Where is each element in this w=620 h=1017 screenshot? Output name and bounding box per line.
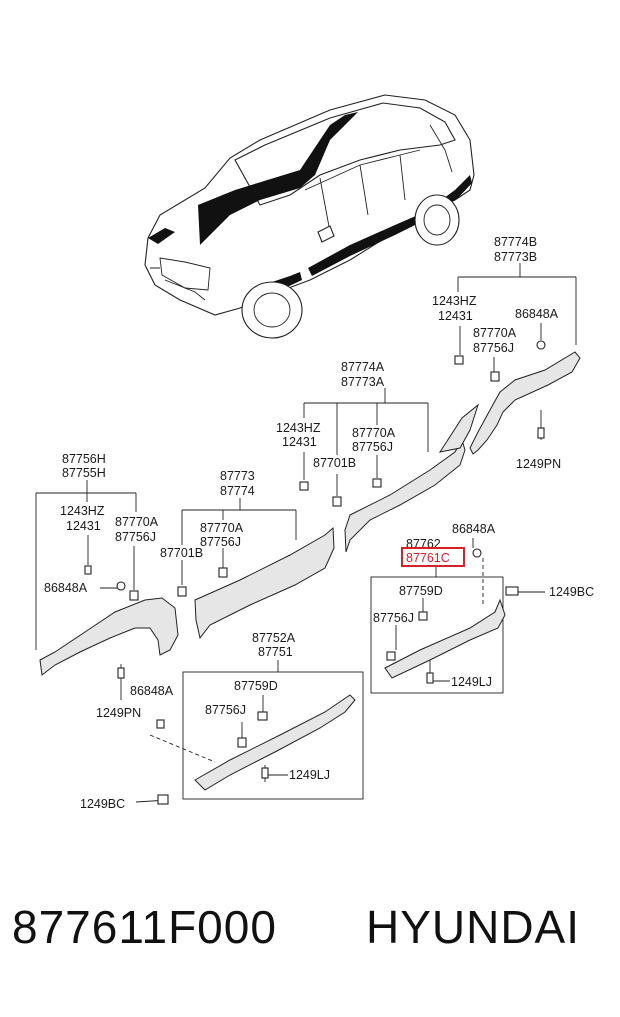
label-1249BC: 1249BC <box>549 585 594 599</box>
label-87773: 87773 <box>220 469 255 483</box>
label-1243HZ: 1243HZ <box>60 504 105 518</box>
label-87770A: 87770A <box>200 521 244 535</box>
label-87761C-highlighted: 87761C <box>406 551 450 565</box>
label-87773A: 87773A <box>341 375 385 389</box>
label-86848A: 86848A <box>130 684 174 698</box>
part-number: 877611F000 <box>12 901 277 953</box>
label-12431: 12431 <box>438 309 473 323</box>
highlight-box <box>401 547 465 567</box>
label-87755H: 87755H <box>62 466 106 480</box>
rear-sill-group <box>370 538 545 694</box>
vehicle-illustration <box>144 94 475 339</box>
label-87774B: 87774B <box>494 235 537 249</box>
label-86848A: 86848A <box>452 522 496 536</box>
rear-door-group <box>299 388 479 553</box>
label-87752A: 87752A <box>252 631 296 645</box>
label-87756J: 87756J <box>352 440 393 454</box>
label-87756J: 87756J <box>373 611 414 625</box>
front-door-group <box>177 498 335 640</box>
label-1249BC: 1249BC <box>80 797 125 811</box>
label-1249LJ: 1249LJ <box>451 675 492 689</box>
label-87701B: 87701B <box>313 456 356 470</box>
front-sill-group <box>135 660 364 805</box>
label-12431: 12431 <box>66 519 101 533</box>
label-86848A: 86848A <box>44 581 88 595</box>
label-1243HZ: 1243HZ <box>276 421 321 435</box>
label-87774: 87774 <box>220 484 255 498</box>
label-87773B: 87773B <box>494 250 537 264</box>
rear-quarter-group <box>454 263 581 455</box>
label-12431: 12431 <box>282 435 317 449</box>
parts-diagram: 87774B 87773B 1243HZ 12431 86848A 87770A… <box>35 94 594 811</box>
footer: 877611F000 HYUNDAI <box>0 900 620 980</box>
label-87774A: 87774A <box>341 360 385 374</box>
front-fender-group <box>35 480 179 700</box>
label-87756H: 87756H <box>62 452 106 466</box>
label-1243HZ: 1243HZ <box>432 294 477 308</box>
label-87759D: 87759D <box>234 679 278 693</box>
label-87770A: 87770A <box>115 515 159 529</box>
label-87701B: 87701B <box>160 546 203 560</box>
brand-name: HYUNDAI <box>366 901 581 953</box>
label-1249PN: 1249PN <box>96 706 141 720</box>
label-87756J: 87756J <box>473 341 514 355</box>
label-1249LJ: 1249LJ <box>289 768 330 782</box>
part-labels: 87774B 87773B 1243HZ 12431 86848A 87770A… <box>44 235 594 811</box>
label-1249PN: 1249PN <box>516 457 561 471</box>
label-87770A: 87770A <box>352 426 396 440</box>
label-87756J: 87756J <box>205 703 246 717</box>
label-87759D: 87759D <box>399 584 443 598</box>
label-86848A: 86848A <box>515 307 559 321</box>
label-87770A: 87770A <box>473 326 517 340</box>
label-87751: 87751 <box>258 645 293 659</box>
label-87756J: 87756J <box>115 530 156 544</box>
label-87756J: 87756J <box>200 535 241 549</box>
